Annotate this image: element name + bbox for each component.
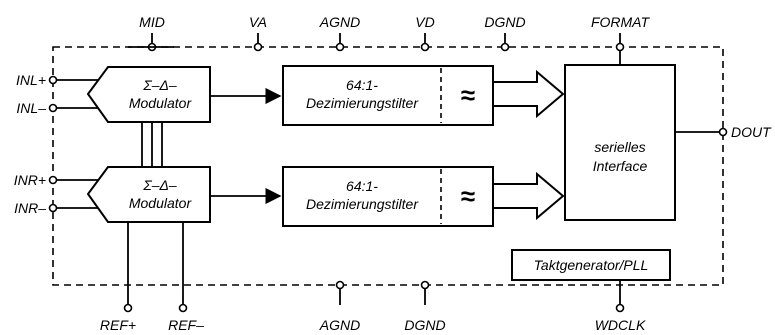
modulator-left: Σ–Δ– Modulator [86, 66, 211, 123]
decimation-top-line1: 64:1- [346, 77, 378, 93]
pin-label-inr-plus: INR+ [14, 172, 46, 188]
pin-dgnd-bottom-terminal [420, 280, 430, 290]
clock-generator-label: Taktgenerator/PLL [534, 257, 649, 273]
pin-dgnd-top-terminal [500, 42, 510, 52]
pin-label-vd: VD [415, 14, 434, 30]
pin-label-ref-plus: REF+ [100, 317, 136, 333]
clock-generator: Taktgenerator/PLL [511, 249, 671, 305]
pin-label-inl-minus: INL– [16, 100, 46, 116]
bus-arrow-top [492, 69, 565, 119]
pin-label-format: FORMAT [591, 14, 651, 30]
pin-label-mid: MID [139, 14, 165, 30]
top-pins: MID VA AGND VD DGND FORMAT [128, 14, 650, 65]
pin-label-wdclk: WDCLK [595, 317, 646, 333]
serial-interface: serielles Interface [564, 64, 676, 221]
pin-vd-terminal [420, 42, 430, 52]
pin-label-inr-minus: INR– [14, 200, 46, 216]
bus-arrow-bottom [492, 171, 565, 221]
modulator-right: Σ–Δ– Modulator [86, 166, 211, 223]
lowpass-filter-icon: ≈ [461, 181, 475, 211]
pin-va-terminal [253, 42, 263, 52]
decimation-bottom-line2: Dezimierungstilter [306, 196, 419, 212]
bottom-pins: REF+ REF– AGND DGND WDCLK [100, 222, 646, 333]
modulator-left-line2: Modulator [129, 95, 193, 111]
decimation-filter-bottom: 64:1- Dezimierungstilter ≈ [282, 166, 494, 227]
pin-label-ref-minus: REF– [168, 317, 204, 333]
pin-agnd-bottom-terminal [335, 280, 345, 290]
pin-agnd-top-terminal [335, 42, 345, 52]
lowpass-filter-icon: ≈ [461, 80, 475, 110]
pin-inl-plus-terminal [48, 75, 58, 85]
modulator-right-line2: Modulator [129, 195, 193, 211]
pin-inr-plus-terminal [48, 175, 58, 185]
decimation-top-line2: Dezimierungstilter [306, 95, 419, 111]
modulator-left-line1: Σ–Δ– [142, 77, 177, 93]
pin-ref-plus-terminal [123, 303, 133, 313]
pin-label-inl-plus: INL+ [16, 72, 46, 88]
pin-wdclk-terminal [615, 303, 625, 313]
right-pins: DOUT [675, 124, 772, 140]
chip-boundary [52, 46, 724, 286]
decimation-bottom-line1: 64:1- [346, 178, 378, 194]
pin-ref-minus-terminal [178, 303, 188, 313]
pin-inl-minus-terminal [48, 103, 58, 113]
serial-interface-line2: Interface [593, 158, 648, 174]
pin-label-dgnd-top: DGND [484, 14, 525, 30]
decimation-filter-top: 64:1- Dezimierungstilter ≈ [282, 65, 494, 126]
modulator-interconnect [141, 122, 163, 167]
serial-interface-line1: serielles [594, 139, 645, 155]
pin-label-agnd-top: AGND [319, 14, 360, 30]
pin-label-dgnd-bottom: DGND [404, 317, 445, 333]
pin-format-terminal [615, 42, 625, 52]
modulator-right-line1: Σ–Δ– [142, 177, 177, 193]
pin-label-va: VA [249, 14, 267, 30]
pin-dout-terminal [718, 127, 728, 137]
pin-inr-minus-terminal [48, 203, 58, 213]
pin-label-dout: DOUT [731, 124, 772, 140]
pin-label-agnd-bottom: AGND [319, 317, 360, 333]
